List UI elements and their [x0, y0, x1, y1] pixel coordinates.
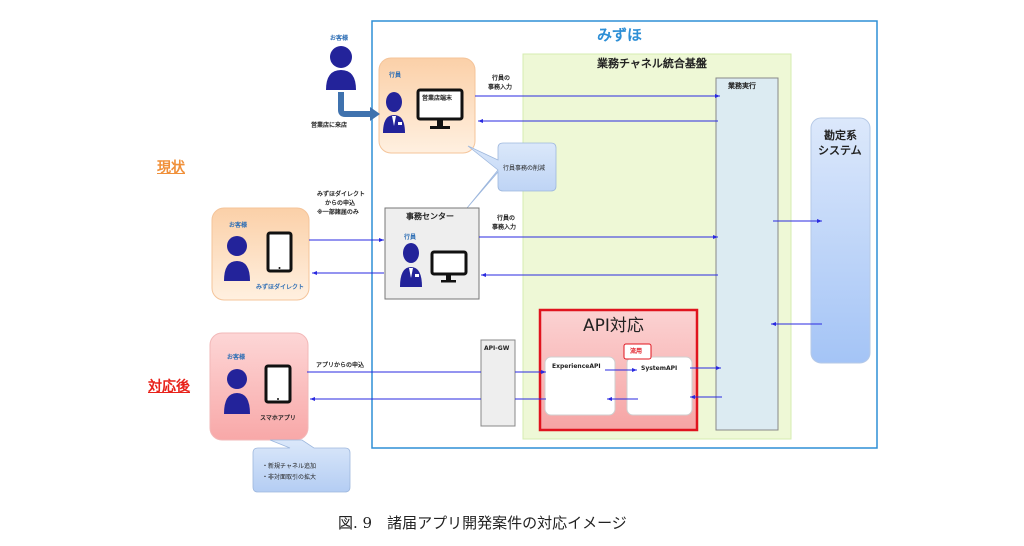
current-state-label: 現状	[157, 160, 185, 176]
staff-figure-office	[400, 243, 422, 287]
accounting-title-line2: システム	[818, 144, 862, 157]
callout-new-line2: ・非対面取引の拡大	[262, 474, 317, 481]
tablet-icon-direct	[266, 231, 293, 273]
office-input-label-2: 事務入力	[492, 224, 517, 231]
direct-apply-line1: みずほダイレクト	[317, 191, 366, 198]
reuse-badge-box	[623, 343, 652, 360]
customer-figure-smartphone	[224, 369, 250, 414]
direct-app-label: みずほダイレクト	[256, 284, 305, 291]
branch-terminal-label: 営業店端末	[422, 95, 453, 102]
direct-apply-line3: ※一部諸届のみ	[317, 209, 359, 216]
customer-figure-branch	[326, 46, 356, 90]
tablet-icon-smartphone	[264, 364, 292, 404]
smartphone-customer-box	[209, 332, 309, 441]
accounting-system-box	[810, 117, 871, 364]
mizuho-title: みずほ	[597, 26, 643, 44]
experience-api-box	[544, 356, 616, 416]
callout-new-line1: ・新規チャネル追加	[262, 463, 316, 470]
branch-staff-label: 行員	[389, 72, 402, 79]
system-api-box	[626, 356, 693, 416]
branch-visit-label: 営業店に来店	[311, 122, 348, 129]
visit-arrow-icon	[338, 92, 370, 117]
accounting-title-line1: 勘定系	[824, 129, 857, 142]
system-api-label: SystemAPI	[641, 365, 678, 372]
after-state-label: 対応後	[148, 379, 190, 395]
callout-reduction-shape	[466, 142, 557, 209]
api-gateway-box	[480, 339, 516, 427]
office-monitor-icon	[430, 250, 468, 283]
branch-customer-label: お客様	[330, 35, 349, 42]
callout-reduction-text: 行員事務の削減	[503, 165, 546, 172]
staff-figure-branch	[383, 92, 405, 133]
smartphone-customer-label: お客様	[227, 354, 246, 361]
reuse-badge: 流用	[630, 348, 643, 355]
business-exec-label: 業務実行	[728, 82, 756, 90]
figure-caption: 図. 9 諸届アプリ開発案件の対応イメージ	[338, 514, 627, 532]
branch-input-label-1: 行員の	[492, 75, 511, 82]
office-input-label-1: 行員の	[497, 215, 516, 222]
api-area-title: API対応	[583, 316, 644, 336]
office-center-title: 事務センター	[406, 212, 454, 221]
experience-api-label: ExperienceAPI	[552, 363, 601, 370]
branch-input-label-2: 事務入力	[488, 84, 513, 91]
smartphone-apply-label: アプリからの申込	[316, 362, 365, 369]
office-staff-label: 行員	[404, 234, 417, 241]
branch-terminal-monitor-icon	[416, 88, 464, 129]
api-gateway-label: API-GW	[484, 345, 510, 352]
direct-customer-label: お客様	[229, 222, 248, 229]
callout-new-shape	[252, 439, 351, 493]
platform-title: 業務チャネル統合基盤	[597, 57, 707, 70]
smartphone-app-label: スマホアプリ	[260, 415, 296, 422]
business-exec-box	[715, 77, 779, 431]
customer-figure-direct	[224, 236, 250, 281]
direct-apply-line2: からの申込	[325, 200, 356, 207]
